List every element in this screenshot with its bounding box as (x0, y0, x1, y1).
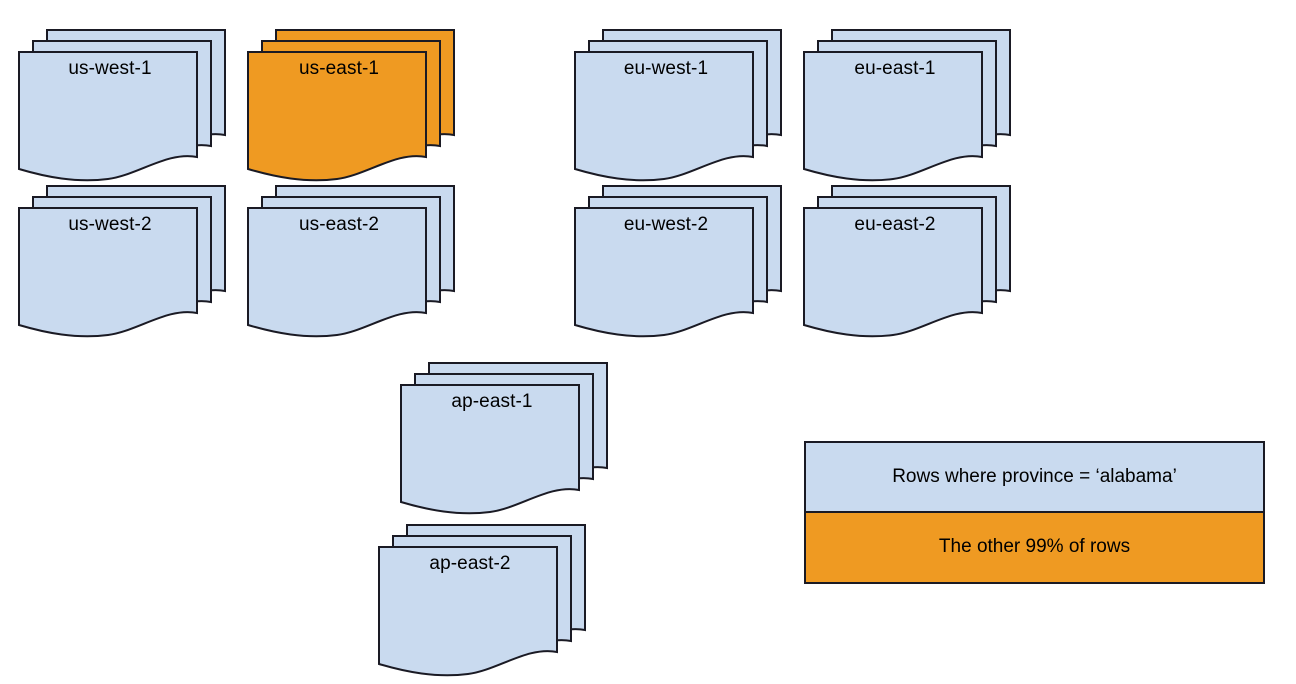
document-page-3 (18, 207, 198, 338)
stack-label: eu-east-1 (854, 58, 936, 79)
stack-label: us-east-1 (298, 58, 380, 79)
document-page-3 (247, 207, 427, 338)
document-page-3 (18, 51, 198, 182)
legend-row-blue: Rows where province = ‘alabama’ (806, 443, 1263, 513)
legend-label-blue: Rows where province = ‘alabama’ (892, 465, 1177, 487)
document-page-3 (247, 51, 427, 182)
document-stack-us-west-2[interactable]: us-west-2 (18, 185, 242, 345)
stack-label: us-west-2 (68, 214, 152, 235)
document-page-3 (803, 51, 983, 182)
legend: Rows where province = ‘alabama’ The othe… (804, 441, 1265, 584)
stack-label: us-west-1 (68, 58, 152, 79)
stack-label: eu-east-2 (854, 214, 936, 235)
document-page-3 (378, 546, 558, 677)
document-stack-eu-west-1[interactable]: eu-west-1 (574, 29, 798, 189)
document-stack-ap-east-2[interactable]: ap-east-2 (378, 524, 602, 684)
stack-label: eu-west-1 (623, 58, 709, 79)
document-stack-us-east-2[interactable]: us-east-2 (247, 185, 471, 345)
document-stack-ap-east-1[interactable]: ap-east-1 (400, 362, 624, 522)
document-stack-eu-west-2[interactable]: eu-west-2 (574, 185, 798, 345)
stack-label: us-east-2 (298, 214, 380, 235)
legend-label-orange: The other 99% of rows (938, 536, 1131, 558)
document-page-3 (400, 384, 580, 515)
document-stack-eu-east-2[interactable]: eu-east-2 (803, 185, 1027, 345)
stack-label: ap-east-1 (451, 391, 533, 412)
document-page-3 (803, 207, 983, 338)
legend-row-orange: The other 99% of rows (806, 512, 1263, 582)
stack-label: ap-east-2 (429, 553, 511, 574)
document-stack-us-east-1[interactable]: us-east-1 (247, 29, 471, 189)
document-stack-us-west-1[interactable]: us-west-1 (18, 29, 242, 189)
stack-label: eu-west-2 (623, 214, 709, 235)
document-page-3 (574, 207, 754, 338)
document-stack-eu-east-1[interactable]: eu-east-1 (803, 29, 1027, 189)
document-page-3 (574, 51, 754, 182)
